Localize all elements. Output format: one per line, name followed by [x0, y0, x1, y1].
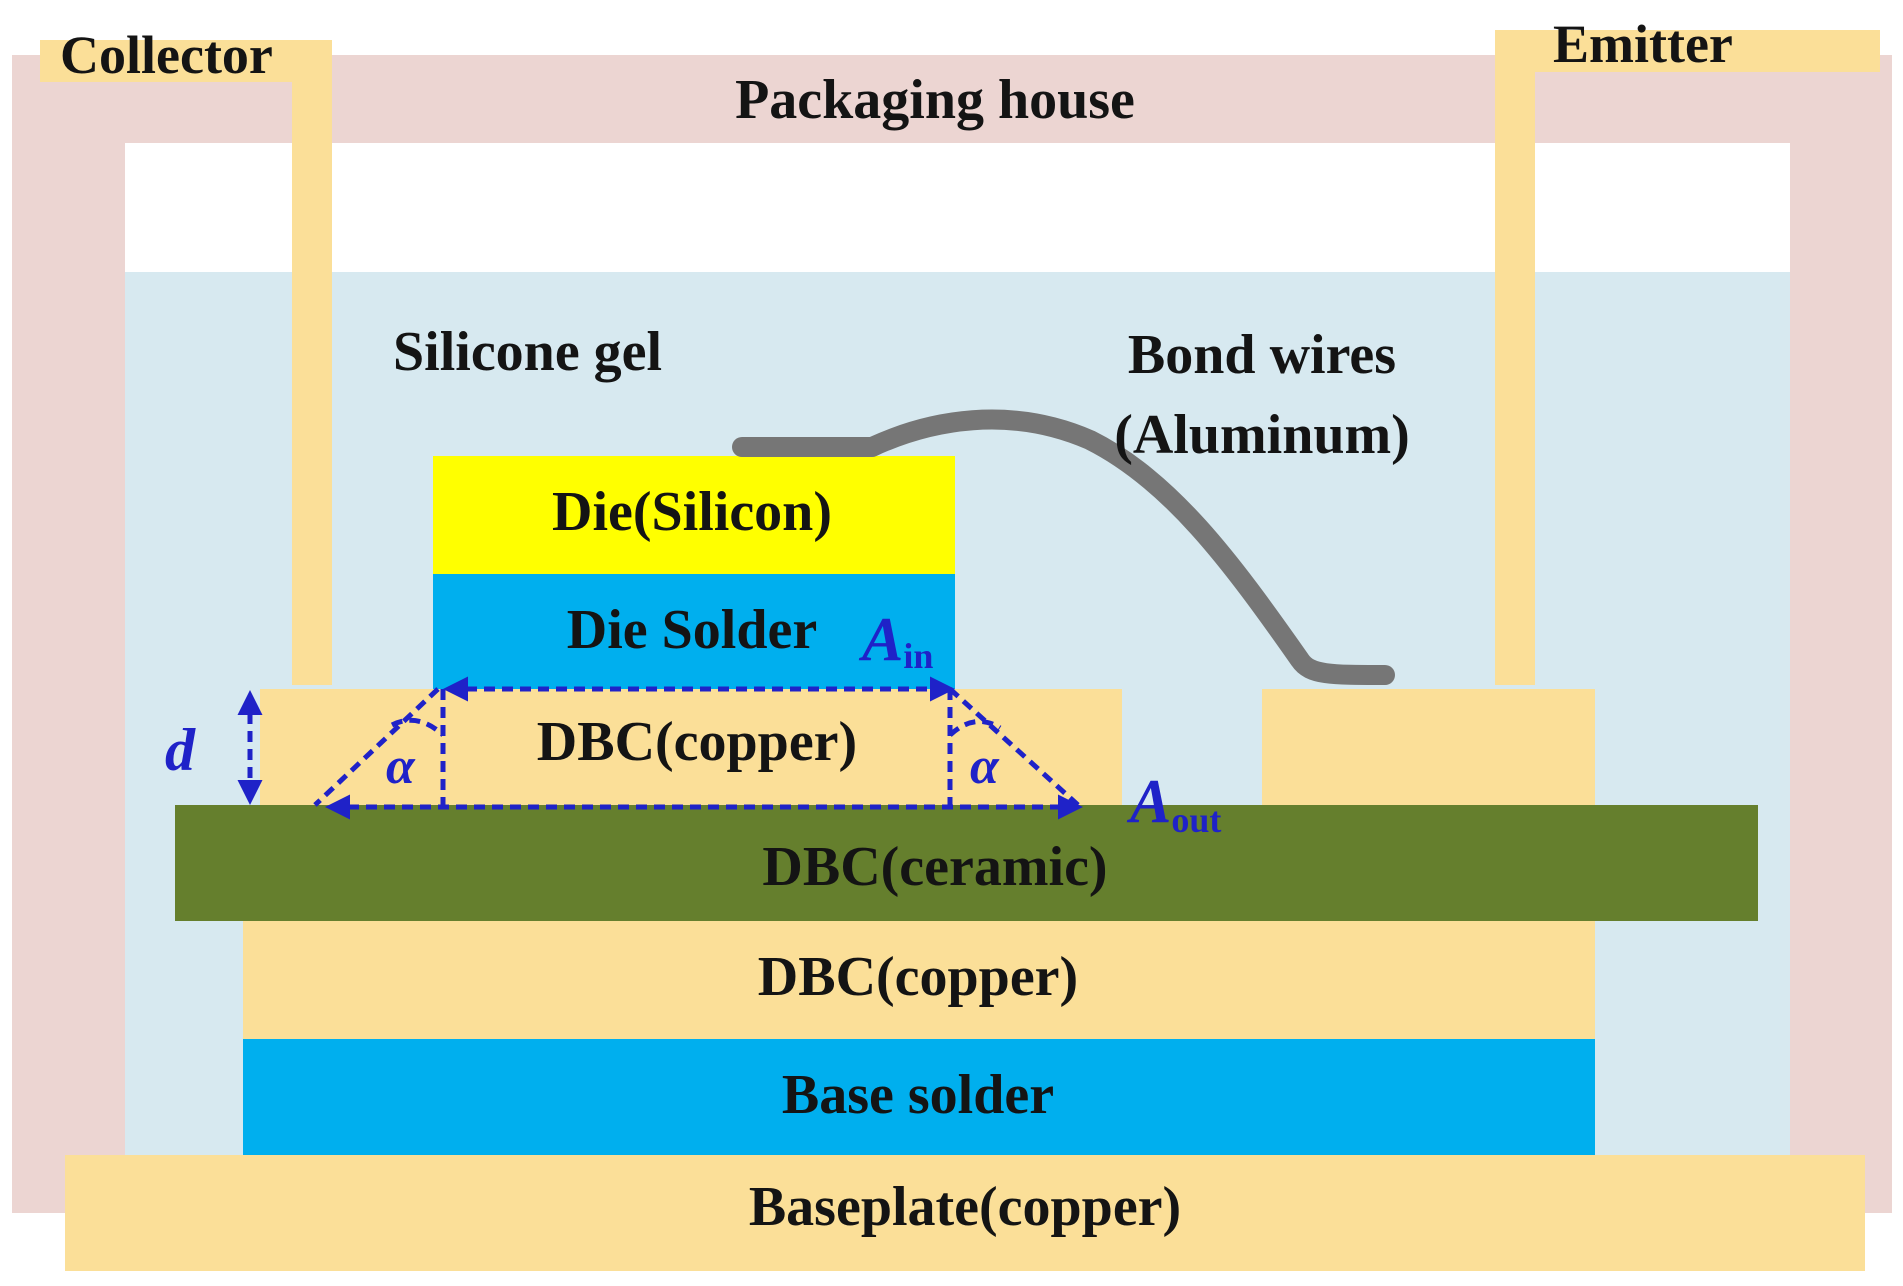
die-solder [433, 574, 955, 689]
dbc-copper-bottom [243, 921, 1595, 1039]
base-solder [243, 1039, 1595, 1155]
left-angle-arc [390, 717, 445, 737]
emitter-label: Emitter [1553, 14, 1733, 74]
bond-wires-material-label: (Aluminum) [1114, 404, 1410, 466]
a-out-label: Aout [1126, 768, 1221, 840]
dbc-copper-top-label: DBC(copper) [537, 711, 857, 773]
collector-terminal-leg [292, 40, 332, 685]
right-spread-line [948, 687, 1080, 807]
a-out-subscript: out [1171, 800, 1221, 840]
bond-wire [732, 409, 1395, 685]
emitter-terminal-tab [1495, 30, 1880, 72]
packaging-house-label: Packaging house [735, 69, 1135, 131]
alpha-right-symbol: α [970, 738, 1000, 795]
dbc-ceramic-label: DBC(ceramic) [762, 836, 1107, 898]
a-out-symbol: A [1126, 768, 1171, 836]
base-solder-label: Base solder [782, 1064, 1054, 1126]
dbc-copper-top-right-pad [1262, 689, 1595, 805]
right-angle-arc [948, 718, 1002, 737]
die-silicon [433, 456, 955, 574]
a-in-subscript: in [903, 636, 933, 676]
a-in-symbol: A [858, 606, 903, 674]
silicone-gel-label: Silicone gel [393, 321, 662, 383]
collector-label: Collector [60, 25, 273, 85]
dbc-copper-bottom-label: DBC(copper) [758, 946, 1078, 1008]
baseplate-label: Baseplate(copper) [749, 1176, 1181, 1238]
die-label: Die(Silicon) [552, 481, 832, 543]
emitter-terminal-leg [1495, 30, 1535, 685]
collector-terminal-tab [40, 40, 330, 82]
baseplate [65, 1155, 1865, 1271]
die-solder-label: Die Solder [567, 599, 817, 661]
alpha-left-symbol: α [386, 738, 416, 795]
dbc-ceramic [175, 805, 1758, 921]
a-in-label: Ain [858, 606, 933, 676]
d-symbol: d [165, 717, 196, 783]
dbc-copper-top [260, 689, 1122, 805]
left-spread-line [313, 687, 440, 807]
bond-wires-label: Bond wires [1128, 324, 1396, 386]
